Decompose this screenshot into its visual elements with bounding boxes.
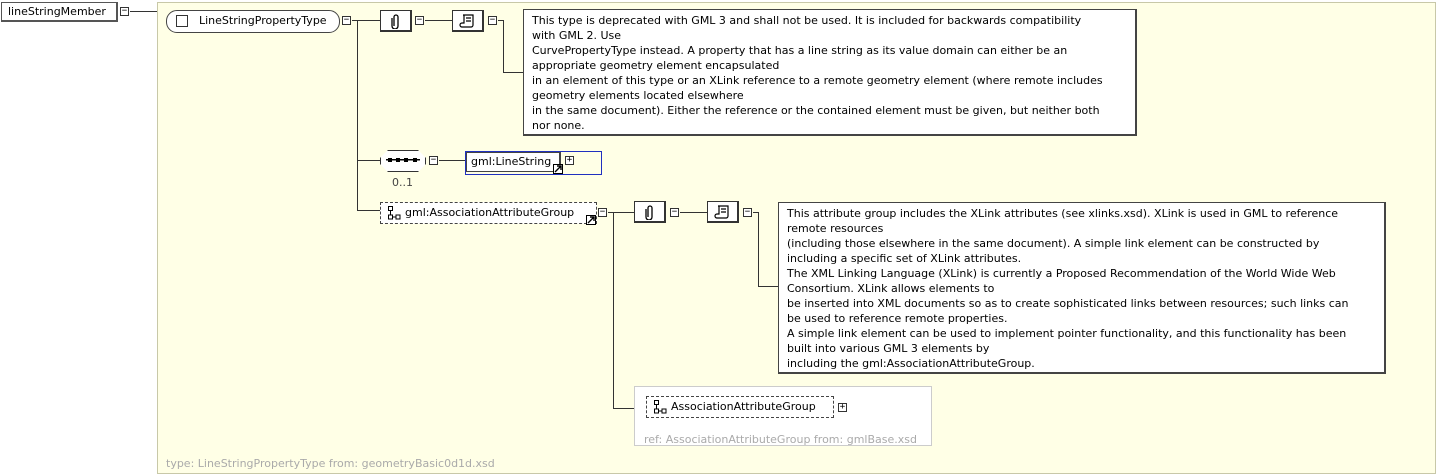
connector <box>613 408 646 409</box>
annotation-icon[interactable] <box>380 10 412 32</box>
connector <box>425 20 452 21</box>
sequence-collapse-toggle[interactable]: − <box>429 155 438 165</box>
reference-arrow-icon <box>586 215 596 225</box>
connector <box>357 210 380 211</box>
linestring-ref-outer <box>465 151 602 175</box>
connector <box>753 212 758 213</box>
paperclip-icon <box>644 204 653 220</box>
documentation-collapse-toggle[interactable]: − <box>743 207 752 217</box>
attribute-group-icon <box>654 400 668 417</box>
annotation-collapse-toggle[interactable]: − <box>670 207 679 217</box>
connector <box>503 72 523 73</box>
connector <box>498 20 503 21</box>
paperclip-icon <box>390 13 399 29</box>
connector <box>758 212 759 286</box>
root-collapse-toggle[interactable]: − <box>120 6 129 16</box>
connector <box>352 20 380 21</box>
sequence-cardinality: 0..1 <box>392 176 413 189</box>
annotation-icon[interactable] <box>634 201 666 223</box>
root-element-lineStringMember[interactable]: lineStringMember <box>1 2 118 22</box>
documentation-collapse-toggle[interactable]: − <box>488 15 497 25</box>
connector <box>439 160 466 161</box>
complex-type-header[interactable]: LineStringPropertyType <box>166 10 340 33</box>
reference-arrow-icon <box>553 164 563 174</box>
ref-source-label: ref: AssociationAttributeGroup from: gml… <box>644 433 917 446</box>
ref-attribute-group-expand-toggle[interactable]: + <box>838 402 847 412</box>
connector <box>758 286 778 287</box>
attribute-group-ref[interactable]: gml:AssociationAttributeGroup <box>380 202 597 224</box>
sequence-compositor[interactable] <box>380 150 426 172</box>
complex-type-icon <box>176 15 188 27</box>
connector <box>503 20 504 72</box>
ref-attribute-group[interactable]: AssociationAttributeGroup <box>646 396 834 418</box>
connector <box>608 212 634 213</box>
linestring-element-ref[interactable]: gml:LineString <box>466 152 561 172</box>
scroll-icon <box>458 13 474 28</box>
documentation-text-2: This attribute group includes the XLink … <box>778 202 1386 374</box>
attribute-group-collapse-toggle[interactable]: − <box>598 207 607 217</box>
type-footer: type: LineStringPropertyType from: geome… <box>166 457 495 470</box>
connector <box>613 212 614 408</box>
scroll-icon <box>713 204 729 219</box>
linestring-expand-toggle[interactable]: + <box>565 155 574 165</box>
documentation-icon[interactable] <box>452 10 484 32</box>
type-collapse-toggle[interactable]: − <box>342 15 351 25</box>
annotation-collapse-toggle[interactable]: − <box>415 15 424 25</box>
connector <box>680 212 707 213</box>
connector <box>357 20 358 210</box>
connector <box>357 160 380 161</box>
attribute-group-icon <box>388 206 402 223</box>
documentation-text-1: This type is deprecated with GML 3 and s… <box>523 9 1137 136</box>
documentation-icon[interactable] <box>707 201 739 223</box>
connector <box>130 11 157 12</box>
sequence-icon <box>386 158 420 162</box>
